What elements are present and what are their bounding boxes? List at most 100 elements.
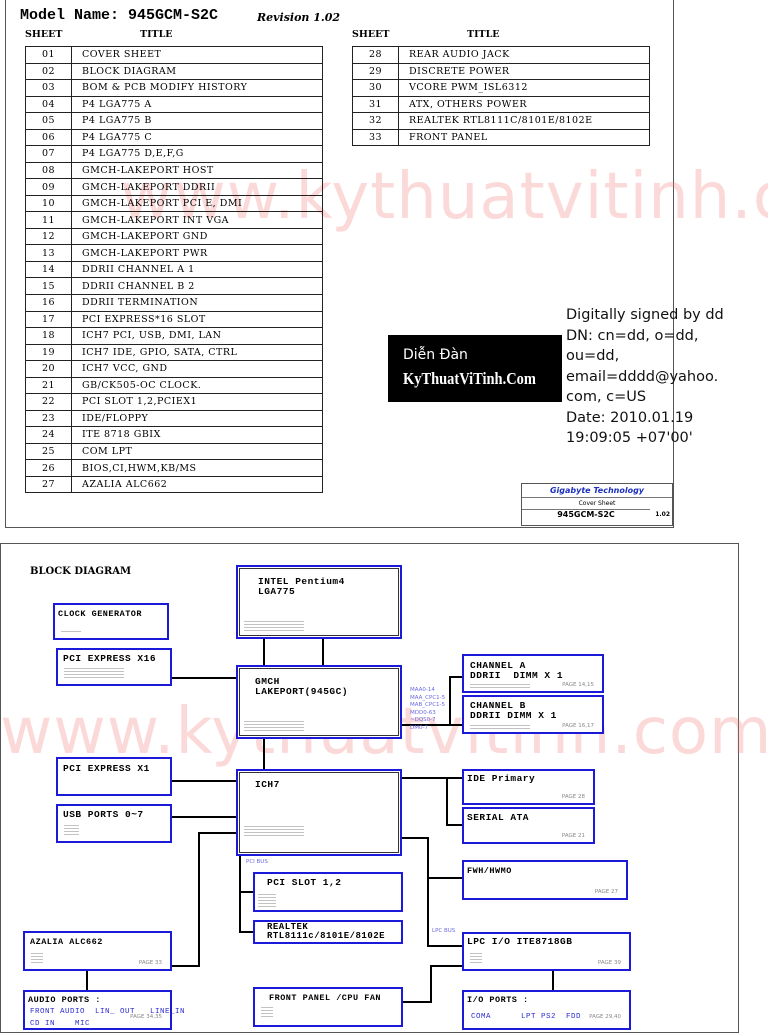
channel-b-block[interactable]: CHANNEL B DDRII DIMM X 1 PAGE 16,17	[462, 695, 604, 734]
channel-b-page: PAGE 16,17	[562, 723, 594, 729]
fwh-page: PAGE 27	[594, 889, 618, 895]
sheet-title: DDRII CHANNEL A 1	[71, 260, 323, 279]
stamp-line1: Diễn Đàn	[403, 347, 468, 363]
fwh-label: FWH/HWMO	[467, 866, 512, 876]
wire	[86, 970, 88, 991]
sata-label: SERIAL ATA	[467, 812, 530, 823]
front-panel-label: FRONT PANEL /CPU FAN	[269, 993, 382, 1003]
cover-sheet-frame	[5, 0, 674, 528]
sheet-title: BIOS,CI,HWM,KB/MS	[71, 459, 323, 477]
model-name: Model Name: 945GCM-S2C	[20, 7, 219, 24]
audio-page: PAGE 34,35	[130, 1014, 162, 1020]
cpu-label: INTEL Pentium4 LGA775	[258, 576, 345, 597]
usb-label: USB PORTS 0~7	[63, 809, 144, 820]
sheet-title: ICH7 VCC, GND	[71, 360, 323, 378]
sheet-number: 27	[25, 475, 72, 494]
wire	[427, 837, 429, 947]
fwh-block[interactable]: FWH/HWMO PAGE 27	[462, 860, 628, 900]
io-page: PAGE 29,40	[589, 1014, 621, 1020]
sheet-number: 14	[25, 260, 72, 279]
pcie-x1-block[interactable]: PCI EXPRESS X1	[56, 757, 172, 796]
audio-label: AUDIO PORTS :	[28, 995, 101, 1005]
signature-line: DN: cn=dd, o=dd,	[566, 327, 699, 344]
sheet-number: 26	[25, 459, 72, 477]
wire	[171, 677, 237, 679]
forum-stamp: Diễn Đàn KyThuatViTinh.Com	[388, 335, 562, 402]
sheet-number: 19	[25, 343, 72, 362]
sheet-title: DISCRETE POWER	[398, 62, 650, 81]
signature-line: 19:09:05 +07'00'	[566, 430, 693, 446]
sheet-title: BLOCK DIAGRAM	[71, 62, 323, 81]
sheet-number: 28	[352, 46, 399, 64]
sheet-number: 17	[25, 310, 72, 329]
clock-generator-block[interactable]: CLOCK GENERATOR	[53, 603, 169, 640]
sheet-number: 32	[352, 112, 399, 130]
pci-slot-label: PCI SLOT 1,2	[267, 877, 342, 888]
sheet-number: 29	[352, 62, 399, 81]
signature-line: email=dddd@yahoo.	[566, 368, 719, 385]
channel-b-label: CHANNEL B DDRII DIMM X 1	[470, 700, 557, 721]
lpc-bus-label: LPC BUS	[432, 928, 456, 934]
pcie16-label: PCI EXPRESS X16	[63, 653, 157, 664]
title-header-right: TITLE	[467, 29, 500, 40]
gmch-block[interactable]: GMCH LAKEPORT(945GC)	[236, 665, 402, 739]
sheet-number: 16	[25, 293, 72, 312]
realtek-block[interactable]: REALTEK RTL8111c/8101E/8102E	[253, 920, 403, 944]
cpu-block[interactable]: INTEL Pentium4 LGA775	[236, 565, 402, 639]
sheet-number: 23	[25, 409, 72, 428]
front-panel-block[interactable]: FRONT PANEL /CPU FAN	[253, 987, 403, 1027]
channel-a-label: CHANNEL A DDRII DIMM X 1	[470, 660, 564, 681]
usb-ports-block[interactable]: USB PORTS 0~7	[56, 804, 172, 843]
signature-line: Digitally signed by dd	[566, 307, 724, 323]
sheet-title: P4 LGA775 B	[71, 112, 323, 130]
revision: Revision 1.02	[257, 11, 341, 24]
wire	[171, 965, 199, 967]
wire	[402, 724, 464, 726]
sheet-title: GMCH-LAKEPORT PWR	[71, 244, 323, 262]
audio-ports-block[interactable]: AUDIO PORTS :FRONT AUDIO LIN_ OUT LINE_I…	[23, 990, 185, 1030]
wire	[239, 931, 254, 933]
sheet-title: IDE/FLOPPY	[71, 409, 323, 428]
sheet-title: AZALIA ALC662	[71, 475, 323, 494]
wire	[446, 824, 463, 826]
wire	[430, 965, 432, 1003]
ich7-block[interactable]: ICH7	[236, 769, 402, 856]
ich7-label: ICH7	[255, 779, 280, 790]
sheet-number: 31	[352, 95, 399, 114]
sheet-number: 18	[25, 327, 72, 345]
pci-slot-block[interactable]: PCI SLOT 1,2	[253, 872, 403, 912]
sheet-title: DDRII TERMINATION	[71, 293, 323, 312]
io-label: I/O PORTS :	[467, 995, 529, 1005]
sheet-title: ITE 8718 GBIX	[71, 426, 323, 444]
pci-bus-label: PCI BUS	[246, 859, 268, 865]
pcie-x16-block[interactable]: PCI EXPRESS X16	[56, 648, 172, 686]
sheet-title: REALTEK RTL8111C/8101E/8102E	[398, 112, 650, 130]
channel-a-page: PAGE 14,15	[562, 682, 594, 688]
audio-items-2: CD IN MIC	[30, 1020, 91, 1028]
wire	[171, 780, 237, 782]
wire	[198, 832, 237, 834]
lpc-page: PAGE 39	[597, 960, 621, 966]
sheet-number: 20	[25, 360, 72, 378]
stamp-line2: KyThuatViTinh.Com	[403, 369, 536, 388]
wire	[263, 738, 265, 770]
wire	[402, 777, 463, 779]
wire	[427, 945, 463, 947]
wire	[239, 891, 254, 893]
sheet-number: 30	[352, 79, 399, 97]
